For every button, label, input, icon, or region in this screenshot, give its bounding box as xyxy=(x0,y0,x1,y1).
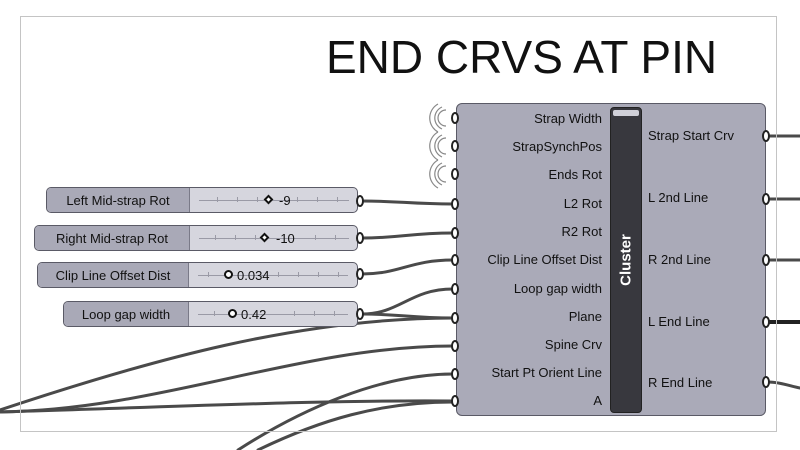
input-port[interactable] xyxy=(451,283,459,295)
slider-label: Clip Line Offset Dist xyxy=(38,263,189,287)
slider-knob[interactable] xyxy=(224,270,233,279)
output-port[interactable] xyxy=(356,232,364,244)
slider-value: -10 xyxy=(276,231,295,246)
wire-a-input xyxy=(0,399,455,414)
input-port[interactable] xyxy=(451,198,459,210)
slider-track[interactable] xyxy=(199,238,349,239)
wire-extra xyxy=(256,400,455,450)
output-port[interactable] xyxy=(762,130,770,142)
input-a[interactable]: A xyxy=(593,393,602,408)
slider-track[interactable] xyxy=(198,275,348,276)
output-r-end-line[interactable]: R End Line xyxy=(648,375,713,390)
cluster-name-bar[interactable] xyxy=(610,107,642,413)
cluster-bar-highlight xyxy=(613,110,639,116)
wireless-indicator-strap-width xyxy=(429,103,447,133)
slider-label: Loop gap width xyxy=(64,302,189,326)
input-strap-width[interactable]: Strap Width xyxy=(534,111,602,126)
input-start-pt-orient-line[interactable]: Start Pt Orient Line xyxy=(491,365,602,380)
slider-value: -9 xyxy=(279,193,291,208)
output-port[interactable] xyxy=(762,316,770,328)
group-frame[interactable] xyxy=(20,16,777,432)
input-clip-line-offset-dist[interactable]: Clip Line Offset Dist xyxy=(487,252,602,267)
input-port[interactable] xyxy=(451,168,459,180)
wire-start-pt-orient xyxy=(236,372,455,450)
input-plane[interactable]: Plane xyxy=(568,309,602,324)
slider-clip-line-offset-dist[interactable]: Clip Line Offset Dist 0.034 xyxy=(37,262,358,288)
output-port[interactable] xyxy=(762,193,770,205)
wire-out-rend xyxy=(766,380,800,390)
input-port[interactable] xyxy=(451,368,459,380)
output-r-2nd-line[interactable]: R 2nd Line xyxy=(648,252,711,267)
slider-value: 0.034 xyxy=(237,268,270,283)
wire-left-mid-strap-rot xyxy=(360,199,455,206)
output-port[interactable] xyxy=(356,268,364,280)
group-title: END CRVS AT PIN xyxy=(326,31,718,83)
slider-loop-gap-width[interactable]: Loop gap width 0.42 xyxy=(63,301,358,327)
cluster-label: Cluster xyxy=(617,234,635,286)
slider-track[interactable] xyxy=(198,314,348,315)
output-strap-start-crv[interactable]: Strap Start Crv xyxy=(648,128,734,143)
input-loop-gap-width[interactable]: Loop gap width xyxy=(513,281,602,296)
output-l-2nd-line[interactable]: L 2nd Line xyxy=(648,190,709,205)
input-port[interactable] xyxy=(451,227,459,239)
slider-track[interactable] xyxy=(199,200,349,201)
slider-left-mid-strap-rot[interactable]: Left Mid-strap Rot -9 xyxy=(46,187,358,213)
input-port[interactable] xyxy=(451,112,459,124)
output-l-end-line[interactable]: L End Line xyxy=(648,314,710,329)
input-port[interactable] xyxy=(451,395,459,407)
wire-right-mid-strap-rot xyxy=(360,231,455,240)
wire-plane-source xyxy=(0,316,455,412)
input-l2-rot[interactable]: L2 Rot xyxy=(563,196,602,211)
input-spine-crv[interactable]: Spine Crv xyxy=(544,337,602,352)
slider-knob[interactable] xyxy=(263,194,274,205)
slider-right-mid-strap-rot[interactable]: Right Mid-strap Rot -10 xyxy=(34,225,358,251)
output-port[interactable] xyxy=(356,308,364,320)
slider-value: 0.42 xyxy=(241,307,267,322)
slider-knob[interactable] xyxy=(228,309,237,318)
slider-label: Right Mid-strap Rot xyxy=(35,226,190,250)
wire-spine-crv xyxy=(0,344,455,414)
output-port[interactable] xyxy=(356,195,364,207)
slider-knob[interactable] xyxy=(259,232,270,243)
input-strapsynchpos[interactable]: StrapSynchPos xyxy=(512,139,602,154)
input-port[interactable] xyxy=(451,140,459,152)
input-ends-rot[interactable]: Ends Rot xyxy=(548,167,602,182)
wire-clip-line-offset xyxy=(360,258,455,276)
output-port[interactable] xyxy=(762,254,770,266)
wireless-indicator-strapsynchpos xyxy=(429,131,447,161)
wireless-indicator-ends-rot xyxy=(429,159,447,189)
slider-label: Left Mid-strap Rot xyxy=(47,188,190,212)
input-port[interactable] xyxy=(451,340,459,352)
output-port[interactable] xyxy=(762,376,770,388)
input-port[interactable] xyxy=(451,254,459,266)
input-port[interactable] xyxy=(451,312,459,324)
input-r2-rot[interactable]: R2 Rot xyxy=(561,224,602,239)
